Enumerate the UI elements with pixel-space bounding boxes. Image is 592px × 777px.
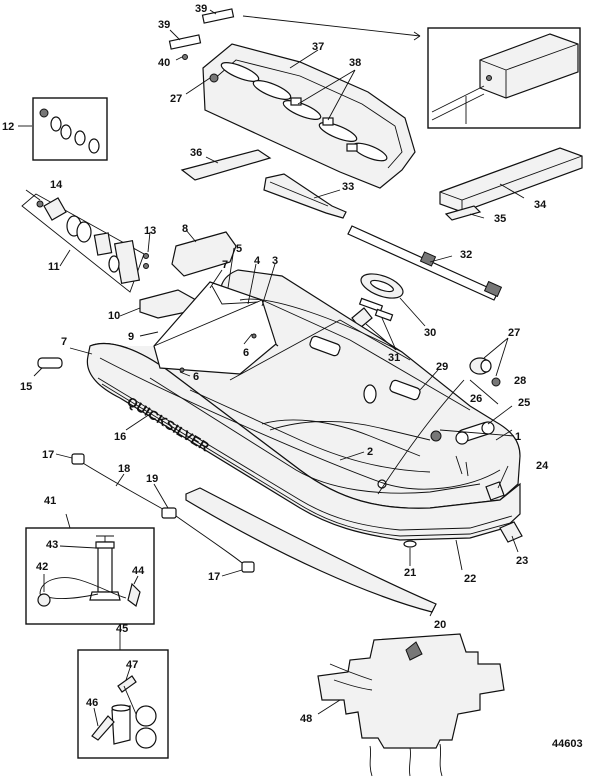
- callout-5: 5: [236, 243, 242, 255]
- inflation-valve: [469, 357, 501, 387]
- callout-14: 14: [50, 179, 63, 191]
- callout-37: 37: [312, 41, 324, 53]
- valve-kit-inset: [32, 97, 108, 161]
- leader-lines: [18, 9, 525, 727]
- callout-35: 35: [494, 213, 506, 225]
- thwart-seat: [439, 147, 583, 213]
- thwart-bracket-part: [444, 205, 482, 221]
- callout-26: 26: [470, 393, 482, 405]
- callout-7: 7: [222, 259, 228, 271]
- callout-46: 46: [86, 697, 98, 709]
- oar-holder: [360, 273, 404, 299]
- screw-part: [182, 54, 188, 60]
- callout-27: 27: [508, 327, 520, 339]
- callout-34: 34: [534, 199, 547, 211]
- callout-2: 2: [367, 446, 373, 458]
- callout-39b: 39: [195, 3, 207, 15]
- repair-patch-part: [180, 149, 272, 181]
- callout-33: 33: [342, 181, 354, 193]
- callout-22: 22: [464, 573, 476, 585]
- inflatable-boat-hull: [86, 269, 523, 548]
- floor-bar-part: [201, 8, 235, 24]
- handle-part: [37, 357, 63, 369]
- callout-19: 19: [146, 473, 158, 485]
- floor-bar-part: [168, 34, 202, 50]
- callout-18: 18: [118, 463, 130, 475]
- callout-13: 13: [144, 225, 156, 237]
- callout-24: 24: [536, 460, 549, 472]
- callout-20: 20: [434, 619, 446, 631]
- callout-21: 21: [404, 567, 416, 579]
- callout-labels: 1 2 3 4 5 6 6 7 7 8 9 10 11 12 13 14 15 …: [2, 3, 549, 725]
- valve-assembly: [21, 193, 149, 293]
- callout-36: 36: [190, 147, 202, 159]
- callout-47: 47: [126, 659, 138, 671]
- callout-17b: 17: [208, 571, 220, 583]
- reference-number: 44603: [552, 738, 583, 750]
- callout-8: 8: [182, 223, 188, 235]
- callout-32: 32: [460, 249, 472, 261]
- callout-28: 28: [514, 375, 526, 387]
- repair-kit-inset: [77, 649, 169, 759]
- callout-4: 4: [254, 255, 261, 267]
- safety-line: [71, 453, 255, 573]
- callout-48: 48: [300, 713, 312, 725]
- callout-7b: 7: [61, 336, 67, 348]
- callout-30: 30: [424, 327, 436, 339]
- floor-mat: [317, 633, 505, 777]
- callout-29: 29: [436, 361, 448, 373]
- callout-17: 17: [42, 449, 54, 461]
- callout-6: 6: [243, 347, 249, 359]
- callout-3: 3: [272, 255, 278, 267]
- callout-23: 23: [516, 555, 528, 567]
- callout-16: 16: [114, 431, 126, 443]
- repair-kit-bag: [171, 231, 237, 277]
- oar-blade: [263, 173, 347, 219]
- callout-45: 45: [116, 623, 128, 635]
- callout-44: 44: [132, 565, 145, 577]
- callout-42: 42: [36, 561, 48, 573]
- callout-11: 11: [48, 261, 60, 273]
- callout-39: 39: [158, 19, 170, 31]
- callout-9: 9: [128, 331, 134, 343]
- callout-10: 10: [108, 310, 120, 322]
- oar-shaft: [347, 225, 503, 301]
- pump-kit-inset: [25, 527, 155, 625]
- floor-board: [202, 43, 416, 189]
- callout-12: 12: [2, 121, 14, 133]
- callout-1: 1: [515, 431, 521, 443]
- callout-27b: 27: [170, 93, 182, 105]
- callout-40: 40: [158, 57, 170, 69]
- callout-31: 31: [388, 352, 400, 364]
- callout-15: 15: [20, 381, 32, 393]
- callout-43: 43: [46, 539, 58, 551]
- callout-25: 25: [518, 397, 530, 409]
- leader-line: [242, 15, 421, 37]
- callout-41: 41: [44, 495, 56, 507]
- carry-handle: [455, 421, 495, 445]
- callout-6b: 6: [193, 371, 199, 383]
- callout-38: 38: [349, 57, 361, 69]
- joint-detail-inset: [427, 27, 581, 129]
